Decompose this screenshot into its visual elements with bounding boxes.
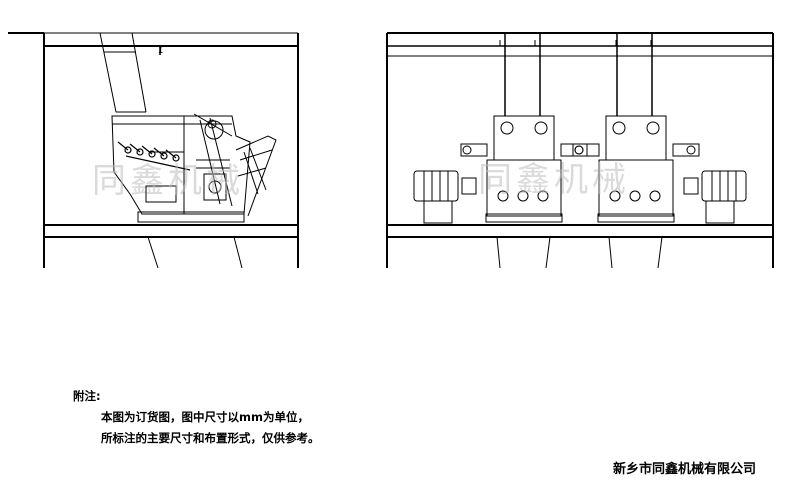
left-adjustment-bolts [117,141,191,171]
right-front-view [386,32,774,269]
notes-line-2: 所标注的主要尺寸和布置形式，仅供参考。 [101,431,320,445]
left-elevation-view [8,32,299,269]
section-marker: I [158,46,163,56]
notes-title: 附注: [73,389,101,403]
watermark-right: 同鑫机械 [478,160,630,200]
left-rear-flap [235,135,277,217]
left-base [137,211,245,269]
notes-line-1: 本图为订货图，图中尺寸以mm为单位， [101,410,309,424]
company-name: 新乡市同鑫机械有限公司 [613,462,757,477]
motor-left [413,170,477,224]
crusher-unit-1 [460,33,588,269]
watermark-left: 同鑫机械 [92,161,244,201]
motor-right [683,170,747,224]
crusher-unit-2 [572,33,700,269]
left-inspection-door [145,185,177,203]
left-feed-hopper [99,32,161,113]
